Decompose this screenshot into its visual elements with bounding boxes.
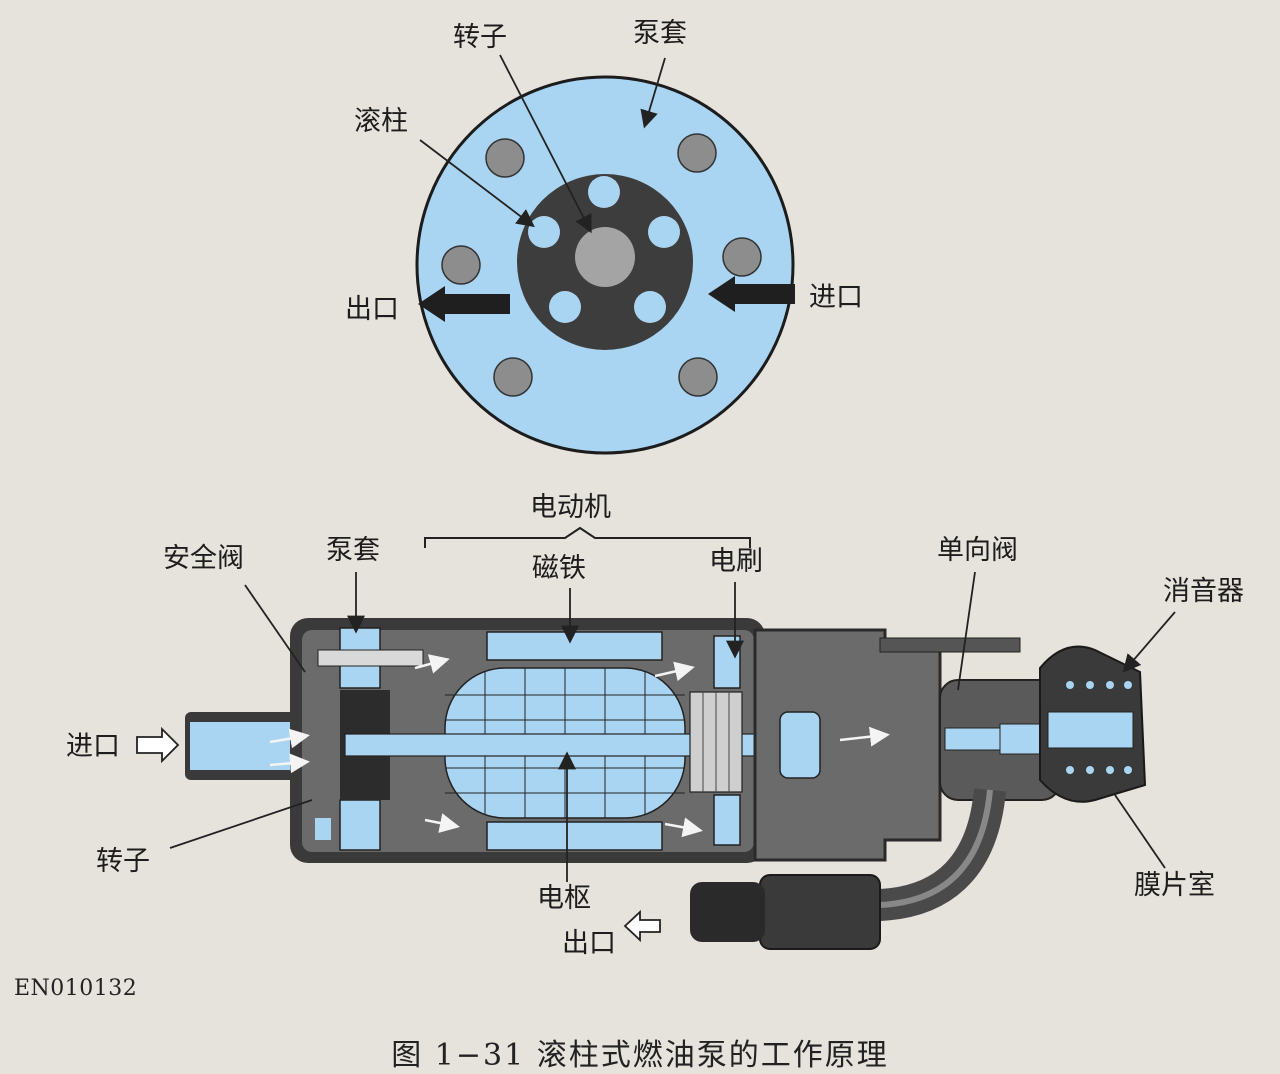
leader-check-valve: [957, 571, 976, 691]
inlet-hollow-arrow: [136, 726, 180, 764]
outlet-hose-highlight: [879, 789, 993, 908]
motor-brace: [424, 526, 751, 548]
label-top-outlet: 出口: [345, 294, 399, 325]
rotor-roller: [588, 176, 620, 208]
magnet-upper: [486, 631, 663, 661]
inlet-pipe-bore: [190, 722, 302, 770]
muffler-holes: [1066, 681, 1132, 774]
terminal-post: [879, 637, 1021, 653]
label-top-rotor: 转子: [453, 22, 507, 53]
rotor-roller: [648, 216, 680, 248]
roller: [722, 237, 762, 277]
label-top-sleeve: 泵套: [633, 18, 687, 49]
label-diaphragm-chamber: 膜片室: [1134, 870, 1215, 901]
label-outlet: 出口: [562, 928, 616, 959]
leader-roller-top: [419, 139, 535, 228]
rotor-hub: [575, 227, 635, 287]
label-motor: 电动机: [530, 492, 611, 523]
label-magnet: 磁铁: [532, 553, 586, 584]
magnet-lower: [486, 821, 663, 851]
figure-code: EN010132: [14, 976, 138, 1001]
pump-sleeve-lower: [339, 799, 381, 851]
leader-rotor-top: [499, 54, 592, 234]
roller: [493, 357, 533, 397]
label-safety-valve: 安全阀: [163, 543, 244, 574]
brush-upper: [713, 635, 741, 689]
outlet-connector: [759, 874, 881, 950]
flow-arrows: [269, 654, 890, 838]
outlet-arrow: [418, 286, 510, 322]
roller: [441, 245, 481, 285]
diaphragm: [1047, 711, 1134, 749]
rotor-roller: [528, 216, 560, 248]
label-armature: 电枢: [537, 883, 591, 914]
roller: [678, 357, 718, 397]
outlet-connector-end: [690, 882, 765, 942]
rotor-roller: [634, 291, 666, 323]
check-valve-spring: [944, 727, 1001, 751]
leader-diaphragm: [1114, 794, 1166, 869]
commutator-segments: [702, 692, 730, 792]
end-cap-bearing: [779, 711, 821, 779]
rotor-roller: [549, 291, 581, 323]
pump-assembly: [136, 526, 1176, 950]
brush-lower: [713, 794, 741, 846]
label-check-valve: 单向阀: [937, 535, 1018, 566]
roller: [485, 138, 525, 178]
label-rotor: 转子: [96, 846, 150, 877]
leader-safety-valve: [244, 584, 306, 673]
label-muffler: 消音器: [1163, 576, 1244, 607]
leader-muffler: [1122, 611, 1176, 673]
leader-sleeve-top: [640, 57, 666, 129]
label-brush: 电刷: [709, 546, 763, 577]
inlet-arrow: [708, 276, 795, 312]
rotor-small-slot: [315, 818, 331, 840]
top-cross-section: [415, 54, 795, 455]
end-cap: [753, 628, 942, 862]
label-inlet: 进口: [66, 731, 120, 762]
outlet-hollow-arrow: [623, 909, 661, 943]
label-top-inlet: 进口: [809, 282, 863, 313]
figure-caption: 图 1−31 滚柱式燃油泵的工作原理: [391, 1038, 889, 1073]
label-pump-sleeve: 泵套: [326, 535, 380, 566]
safety-valve-spring: [317, 649, 424, 667]
label-top-roller: 滚柱: [354, 106, 408, 137]
roller: [677, 133, 717, 173]
leader-rotor: [169, 799, 313, 849]
